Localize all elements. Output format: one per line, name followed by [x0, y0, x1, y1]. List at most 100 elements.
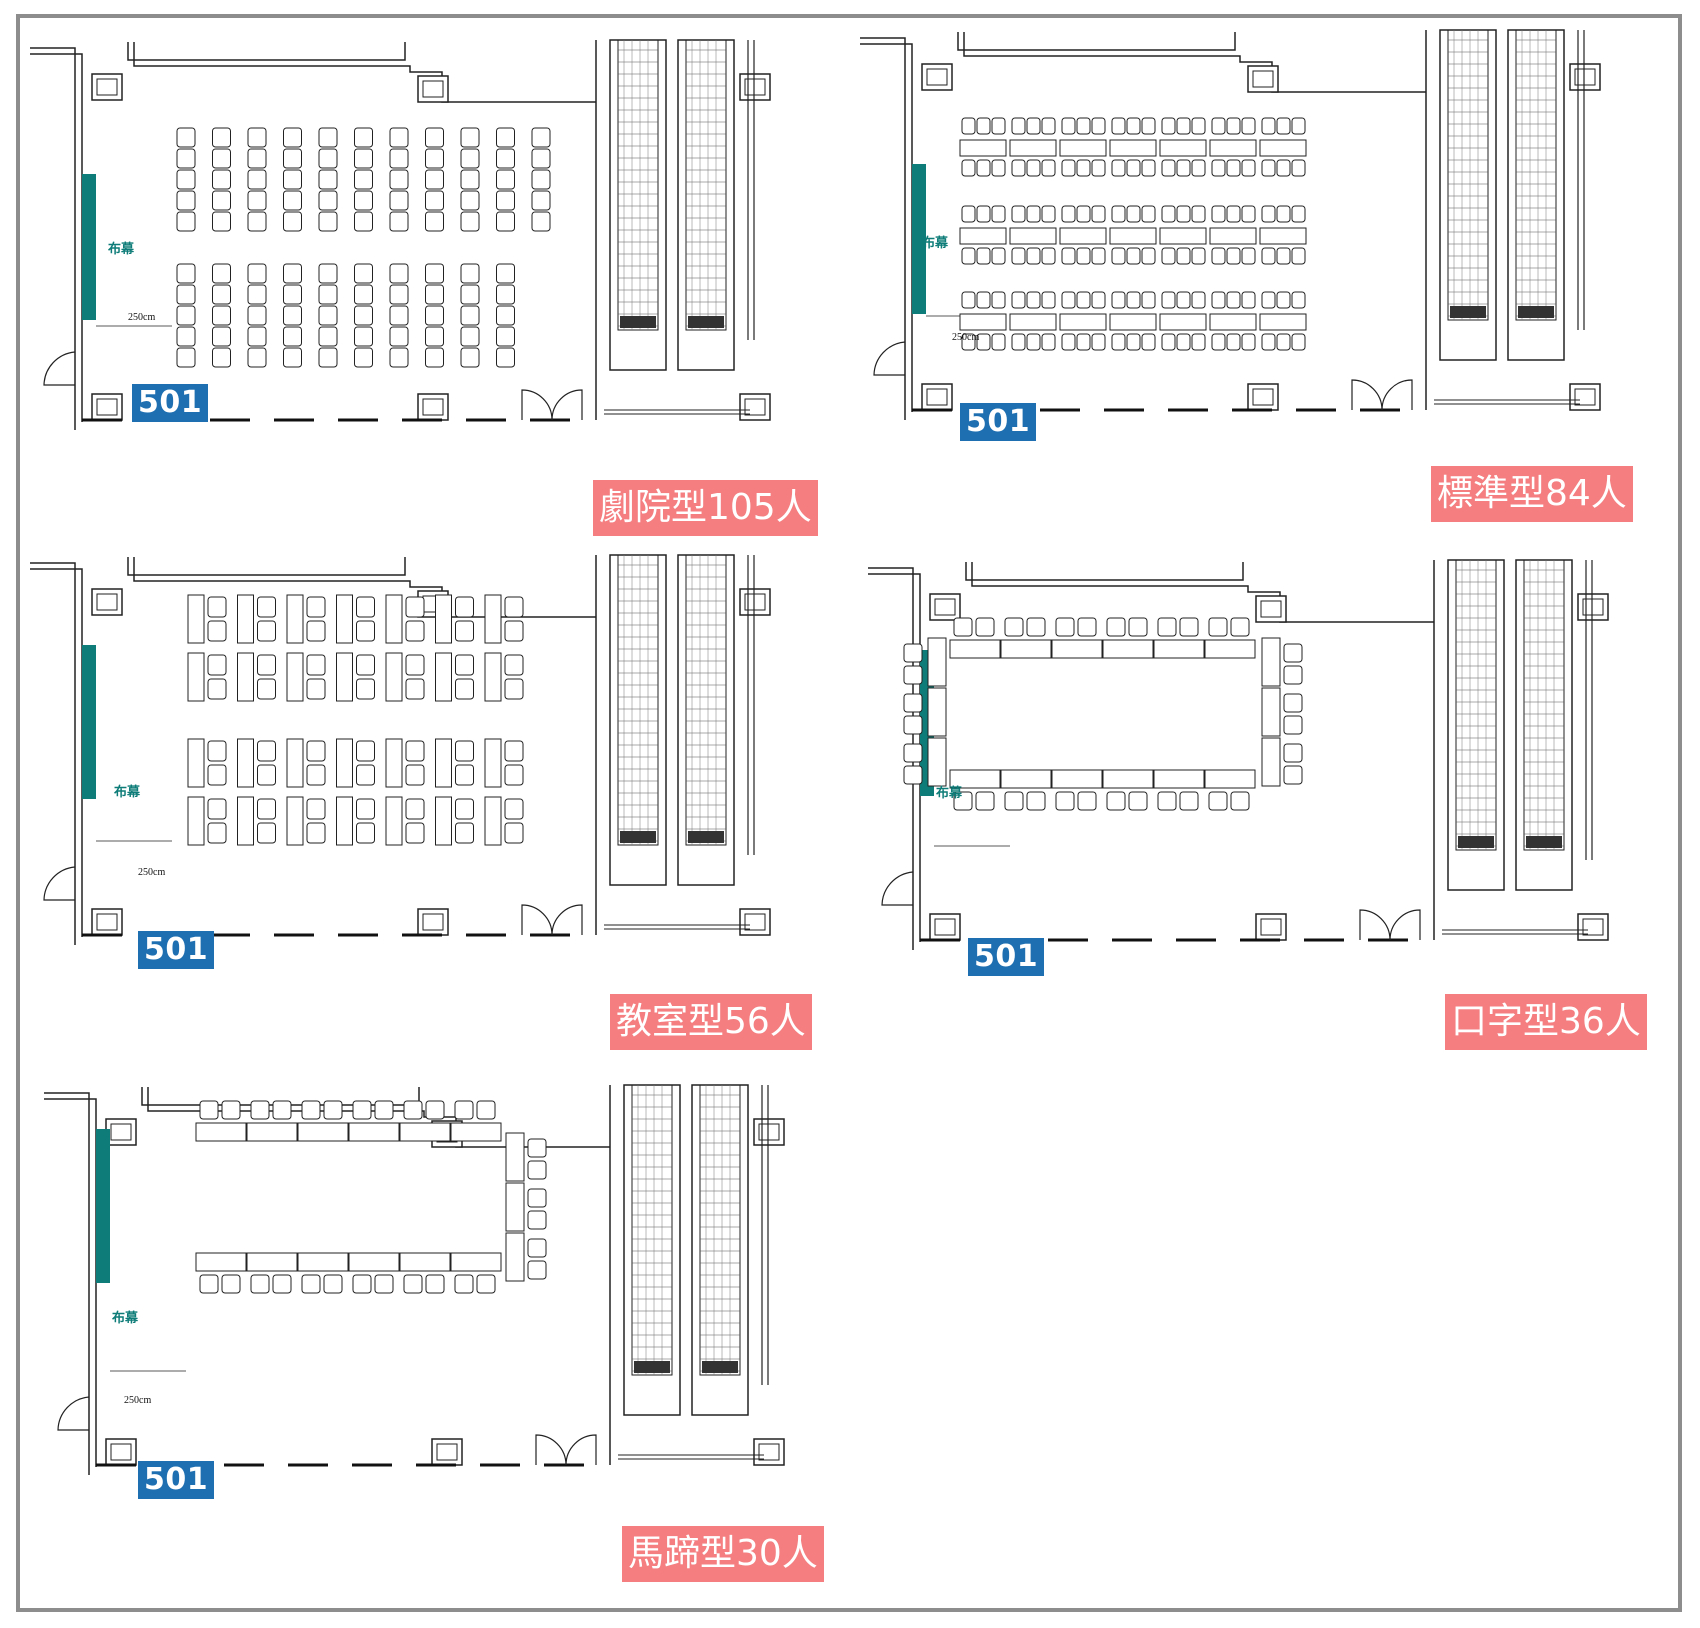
chair: [389, 148, 409, 169]
chair: [1226, 159, 1241, 177]
chair: [1161, 117, 1176, 135]
chair: [403, 1100, 423, 1120]
table: [505, 1182, 525, 1232]
chair: [306, 740, 326, 762]
door: [521, 904, 553, 936]
chair: [1077, 791, 1097, 811]
table: [1209, 313, 1257, 331]
chair: [1011, 205, 1026, 223]
layout-caption-u-shape: 馬蹄型30人: [622, 1526, 824, 1582]
chair: [283, 127, 302, 148]
chair: [455, 620, 474, 642]
chair: [425, 190, 444, 211]
chair: [405, 596, 425, 618]
chair: [425, 1100, 445, 1120]
chair: [454, 1100, 474, 1120]
chair: [961, 205, 976, 223]
chair: [283, 148, 302, 169]
screen: [912, 164, 926, 314]
escalator-landing: [1518, 306, 1554, 318]
chair: [903, 715, 923, 735]
table: [1059, 227, 1107, 245]
table: [286, 738, 304, 788]
door: [1351, 379, 1383, 411]
wall: [44, 1098, 97, 1467]
floor-plan-drawing: [30, 39, 771, 430]
chair: [1077, 617, 1097, 637]
escalator-steps: [617, 554, 659, 846]
chair: [1276, 333, 1291, 351]
chair: [318, 326, 338, 347]
chair: [283, 169, 302, 190]
chair: [306, 596, 326, 618]
floor-plan-u-shape: 布幕 250cm 501: [44, 1084, 785, 1499]
table: [1051, 639, 1103, 659]
chair: [207, 822, 227, 844]
chair: [455, 654, 474, 676]
chair: [1230, 617, 1250, 637]
floor-plan-drawing: [30, 554, 771, 945]
room-number-badge: 501: [138, 931, 215, 969]
chair: [1291, 117, 1306, 135]
chair: [1276, 117, 1291, 135]
chair: [476, 1274, 496, 1294]
screen: [96, 1129, 110, 1283]
chair: [356, 798, 375, 820]
chair: [1091, 159, 1106, 177]
chair: [527, 1138, 547, 1158]
chair: [283, 211, 302, 232]
chair: [991, 205, 1006, 223]
table: [385, 594, 403, 644]
chair: [405, 740, 425, 762]
chair: [306, 798, 326, 820]
chair: [496, 284, 515, 305]
chair: [1191, 117, 1206, 135]
chair: [1191, 291, 1206, 309]
chair: [250, 1274, 270, 1294]
table: [187, 738, 205, 788]
table: [927, 737, 947, 787]
chair: [1076, 159, 1091, 177]
chair: [1111, 205, 1126, 223]
chair: [496, 148, 515, 169]
chair: [1291, 247, 1306, 265]
column-inner: [96, 593, 118, 611]
chair: [1141, 205, 1156, 223]
chair: [176, 326, 196, 347]
chair: [212, 190, 231, 211]
chair: [405, 798, 425, 820]
chair: [212, 148, 231, 169]
chair: [352, 1100, 372, 1120]
table: [1261, 687, 1281, 737]
chair: [1161, 205, 1176, 223]
floor-plan-drawing: [44, 1084, 785, 1475]
column-inner: [1582, 598, 1604, 616]
chair: [272, 1274, 292, 1294]
chair: [961, 159, 976, 177]
table: [1261, 637, 1281, 687]
chair: [272, 1100, 292, 1120]
chair: [531, 211, 551, 232]
chair: [504, 654, 524, 676]
chair: [176, 284, 196, 305]
chair: [176, 169, 196, 190]
chair: [1041, 333, 1056, 351]
chair: [283, 263, 302, 284]
table: [348, 1252, 400, 1272]
column-inner: [422, 80, 444, 98]
chair: [212, 326, 231, 347]
chair: [1126, 117, 1141, 135]
chair: [207, 678, 227, 700]
chair: [306, 764, 326, 786]
door: [43, 351, 76, 386]
table: [1259, 139, 1307, 157]
table: [1159, 139, 1207, 157]
chair: [176, 305, 196, 326]
table: [959, 313, 1007, 331]
chair: [1161, 159, 1176, 177]
chair: [1226, 205, 1241, 223]
chair: [1026, 205, 1041, 223]
door: [873, 341, 906, 376]
table: [336, 652, 353, 702]
escalator: [677, 39, 735, 371]
